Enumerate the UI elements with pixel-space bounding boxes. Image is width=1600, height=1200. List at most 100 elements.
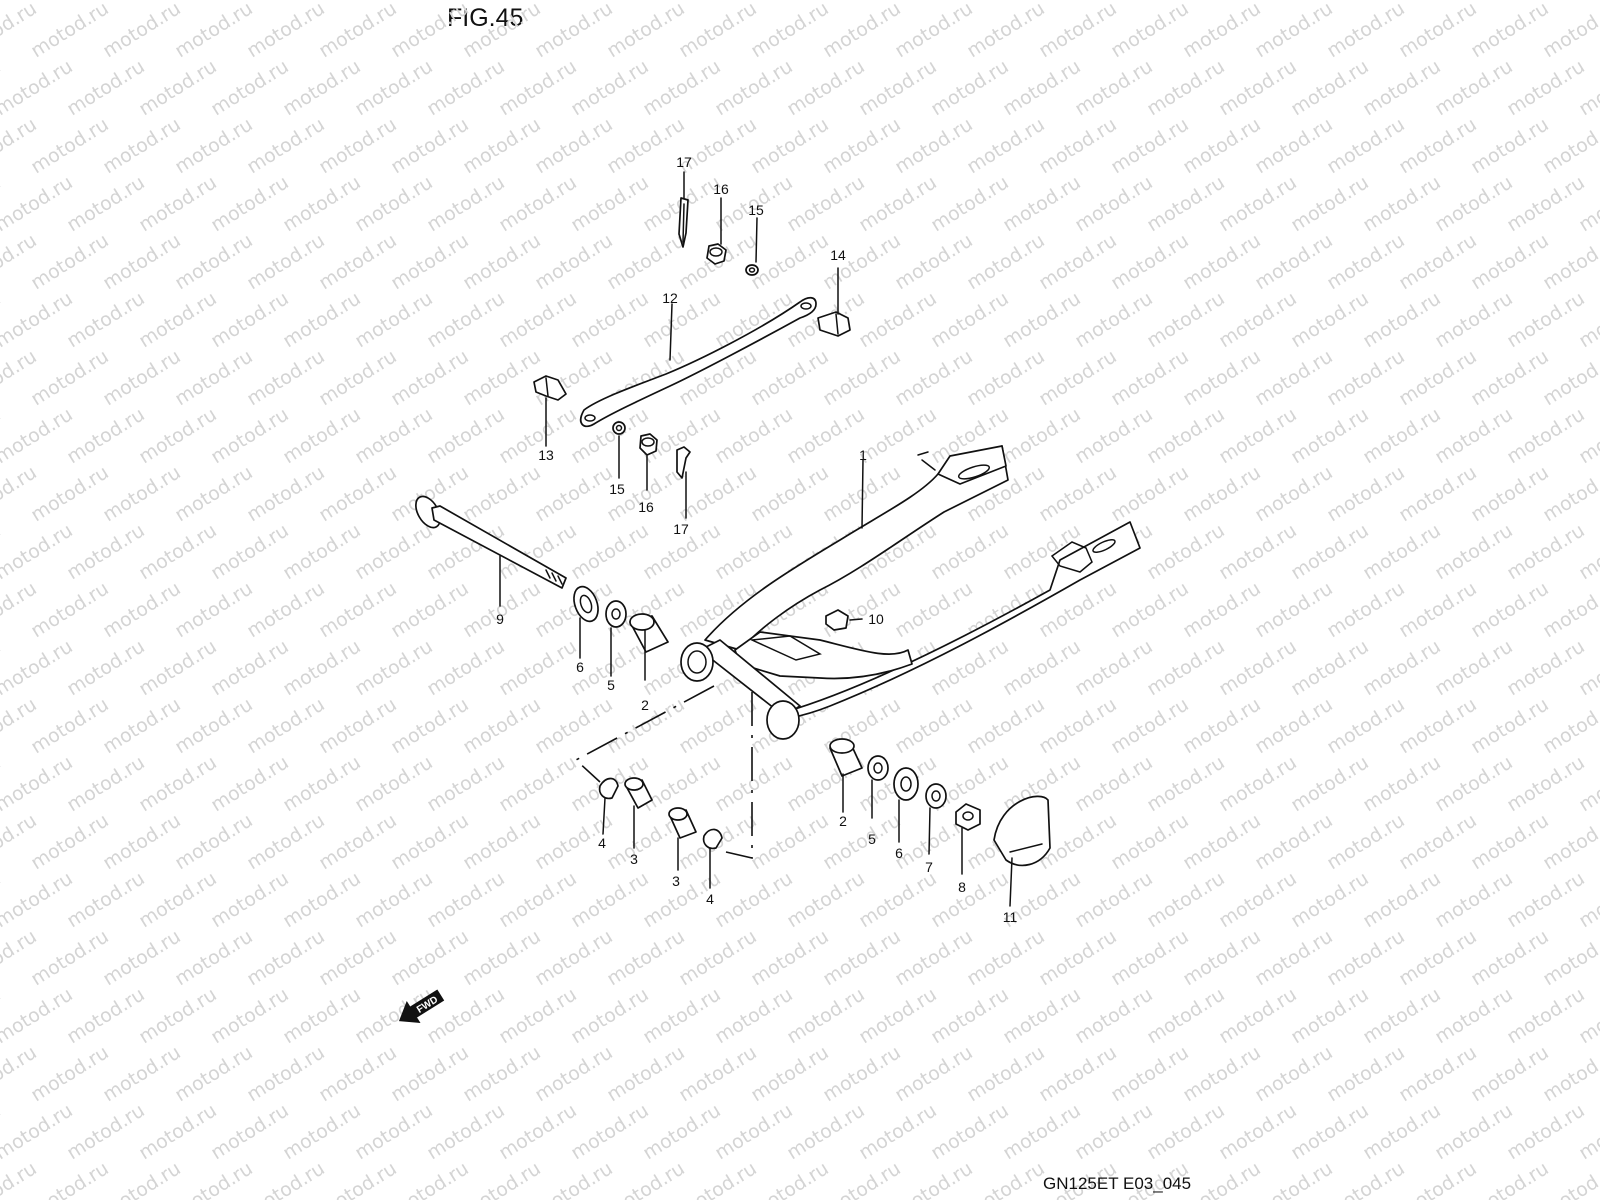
watermark-text: motod.ru (279, 287, 365, 352)
watermark-text: motod.ru (531, 693, 617, 758)
watermark-text: motod.ru (243, 229, 329, 294)
watermark-text: motod.ru (1467, 229, 1553, 294)
watermark-text: motod.ru (1107, 229, 1193, 294)
watermark-text: motod.ru (891, 693, 977, 758)
watermark-text: motod.ru (603, 925, 689, 990)
watermark-text: motod.ru (315, 693, 401, 758)
watermark-text: motod.ru (1071, 403, 1157, 468)
watermark-text: motod.ru (315, 925, 401, 990)
watermark-text: motod.ru (1359, 55, 1445, 120)
watermark-text: motod.ru (171, 461, 257, 526)
watermark-text: motod.ru (99, 1157, 185, 1200)
watermark-text: motod.ru (1539, 461, 1600, 526)
watermark-text: motod.ru (0, 55, 77, 120)
watermark-text: motod.ru (783, 983, 869, 1048)
watermark-text: motod.ru (1539, 925, 1600, 990)
watermark-text: motod.ru (1179, 0, 1265, 62)
watermark-text: motod.ru (1179, 461, 1265, 526)
watermark-text: motod.ru (1359, 171, 1445, 236)
watermark-text: motod.ru (675, 925, 761, 990)
watermark-text: motod.ru (63, 635, 149, 700)
watermark-text: motod.ru (351, 519, 437, 584)
callout-15: 15 (609, 481, 625, 497)
watermark-text: motod.ru (0, 751, 77, 816)
watermark-text: motod.ru (1107, 577, 1193, 642)
watermark-text: motod.ru (531, 461, 617, 526)
watermark-text: motod.ru (135, 519, 221, 584)
stopper-part-10 (825, 609, 849, 631)
watermark-text: motod.ru (639, 55, 725, 120)
watermark-text: motod.ru (1539, 809, 1600, 874)
watermark-text: motod.ru (1395, 809, 1481, 874)
callout-17: 17 (676, 154, 692, 170)
cotter-pin-part-17-lower (676, 446, 691, 479)
watermark-text: motod.ru (315, 1041, 401, 1106)
watermark-text: motod.ru (99, 345, 185, 410)
watermark-text: motod.ru (1143, 0, 1229, 4)
watermark-text: motod.ru (315, 461, 401, 526)
watermark-text: motod.ru (711, 867, 797, 932)
watermark-text: motod.ru (1323, 1157, 1409, 1200)
watermark-text: motod.ru (1503, 55, 1589, 120)
watermark-text: motod.ru (207, 635, 293, 700)
callout-5: 5 (868, 831, 876, 847)
watermark-text: motod.ru (459, 1157, 545, 1200)
watermark-text: motod.ru (1215, 867, 1301, 932)
watermark-text: motod.ru (171, 229, 257, 294)
watermark-text: motod.ru (855, 403, 941, 468)
watermark-text: motod.ru (1467, 113, 1553, 178)
watermark-text: motod.ru (495, 55, 581, 120)
callout-6: 6 (576, 659, 584, 675)
watermark-text: motod.ru (1251, 229, 1337, 294)
watermark-text: motod.ru (1143, 55, 1229, 120)
watermark-text: motod.ru (891, 1041, 977, 1106)
watermark-text: motod.ru (351, 287, 437, 352)
watermark-text: motod.ru (1215, 1099, 1301, 1164)
watermark-text: motod.ru (423, 867, 509, 932)
watermark-text: motod.ru (1251, 1157, 1337, 1200)
watermark-text: motod.ru (747, 925, 833, 990)
watermark-text: motod.ru (0, 983, 77, 1048)
callout-10: 10 (868, 611, 884, 627)
pivot-shaft-part-9 (415, 495, 567, 589)
watermark-text: motod.ru (279, 751, 365, 816)
watermark-text: motod.ru (279, 983, 365, 1048)
watermark-text: motod.ru (459, 693, 545, 758)
watermark-text: motod.ru (63, 403, 149, 468)
watermark-text: motod.ru (1467, 345, 1553, 410)
watermark-text: motod.ru (999, 171, 1085, 236)
watermark-text: motod.ru (207, 171, 293, 236)
watermark-text: motod.ru (1035, 925, 1121, 990)
watermark-text: motod.ru (963, 925, 1049, 990)
watermark-text: motod.ru (1395, 229, 1481, 294)
watermark-text: motod.ru (243, 461, 329, 526)
watermark-text: motod.ru (1251, 925, 1337, 990)
watermark-text: motod.ru (531, 229, 617, 294)
watermark-text: motod.ru (1431, 55, 1517, 120)
swingarm-part-1 (680, 445, 1141, 740)
watermark-text: motod.ru (1323, 345, 1409, 410)
watermark-text: motod.ru (1107, 461, 1193, 526)
watermark-text: motod.ru (1287, 55, 1373, 120)
watermark-text: motod.ru (207, 403, 293, 468)
watermark-text: motod.ru (387, 113, 473, 178)
watermark-text: motod.ru (0, 519, 77, 584)
watermark-text: motod.ru (243, 577, 329, 642)
watermark-text: motod.ru (927, 635, 1013, 700)
watermark-text: motod.ru (1359, 0, 1445, 4)
watermark-text: motod.ru (0, 0, 77, 4)
watermark-text: motod.ru (855, 0, 941, 4)
watermark-text: motod.ru (1107, 925, 1193, 990)
callout-12: 12 (662, 290, 678, 306)
watermark-text: motod.ru (135, 171, 221, 236)
watermark-text: motod.ru (351, 1099, 437, 1164)
callout-6: 6 (895, 845, 903, 861)
watermark-text: motod.ru (1071, 635, 1157, 700)
watermark-text: motod.ru (27, 693, 113, 758)
watermark-text: motod.ru (1071, 287, 1157, 352)
watermark-text: motod.ru (783, 0, 869, 4)
bolt-part-13 (533, 375, 567, 401)
watermark-text: motod.ru (1431, 287, 1517, 352)
watermark-text: motod.ru (207, 751, 293, 816)
watermark-text: motod.ru (1539, 1041, 1600, 1106)
